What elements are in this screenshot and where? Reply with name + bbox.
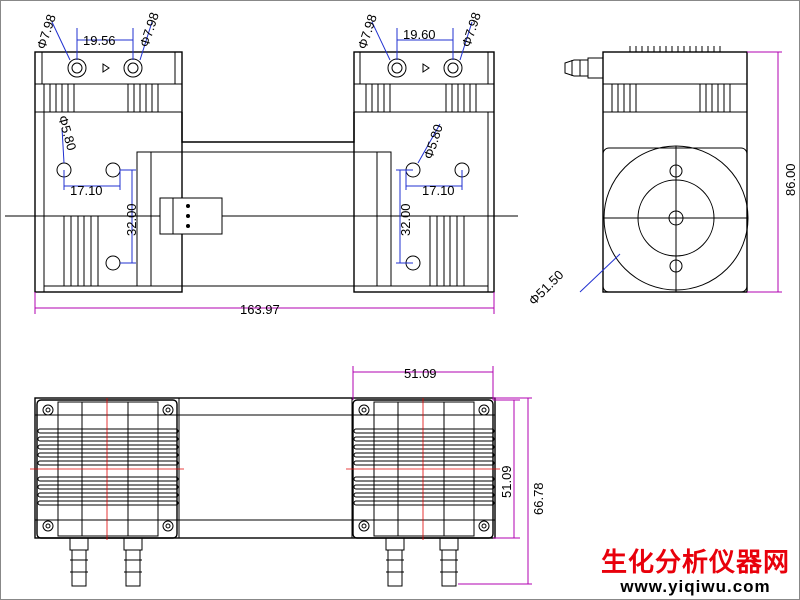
bottom-right-head (346, 398, 500, 540)
dim-top-left-hole-b: Φ7.98 (137, 10, 162, 49)
dim-right-mount-h-spacing: 17.10 (422, 183, 455, 198)
left-outlet-port-a (67, 58, 87, 78)
left-head-fins (43, 84, 159, 112)
left-mount-hole-3 (105, 255, 121, 271)
side-hose-barb (564, 57, 604, 79)
side-top-fins (611, 46, 731, 112)
side-view (564, 46, 782, 293)
dim-top-left-hole-a: Φ7.98 (34, 12, 59, 51)
front-view-dimensions (34, 21, 495, 314)
bottom-left-head (30, 398, 184, 540)
bottom-view-dimensions (352, 366, 532, 585)
dim-right-mount-hole: Φ5.80 (421, 122, 446, 161)
dim-top-right-spacing: 19.60 (403, 27, 436, 42)
dim-bottom-head-height: 51.09 (499, 465, 514, 498)
bottom-view (30, 366, 532, 587)
bottom-hose-barbs (69, 537, 459, 587)
dim-left-mount-hole: Φ5.80 (55, 114, 79, 152)
watermark: 生化分析仪器网 www.yiqiwu.com (601, 548, 790, 596)
front-view (5, 21, 518, 314)
dim-left-mount-v-spacing: 32.00 (124, 203, 139, 236)
dim-overall-length: 163.97 (240, 302, 280, 317)
left-outlet-port-b (123, 58, 143, 78)
dim-side-height: 86.00 (783, 163, 798, 196)
dim-right-mount-v-spacing: 32.00 (398, 203, 413, 236)
left-pump-head (34, 51, 183, 293)
right-outlet-port-b (443, 58, 463, 78)
dim-side-circle-dia: Φ51.50 (526, 267, 567, 308)
bottom-left-fins (37, 428, 179, 506)
motor-body-front (136, 112, 392, 287)
watermark-url-text: www.yiqiwu.com (620, 577, 771, 596)
dim-bottom-head-width: 51.09 (404, 366, 437, 381)
watermark-cn-text: 生化分析仪器网 (600, 548, 790, 578)
right-pump-head (353, 51, 495, 293)
dim-top-left-spacing: 19.56 (83, 33, 116, 48)
dim-left-mount-h-spacing: 17.10 (70, 183, 103, 198)
right-head-fins (365, 84, 477, 112)
dim-top-right-hole-b: Φ7.98 (459, 10, 484, 49)
bottom-right-fins (353, 428, 495, 506)
dimension-labels: 19.56 19.60 Φ7.98 Φ7.98 Φ7.98 Φ7.98 Φ5.8… (34, 10, 798, 515)
right-outlet-port-a (387, 58, 407, 78)
dim-bottom-overall-height: 66.78 (531, 482, 546, 515)
left-mount-hole-2 (105, 162, 121, 178)
